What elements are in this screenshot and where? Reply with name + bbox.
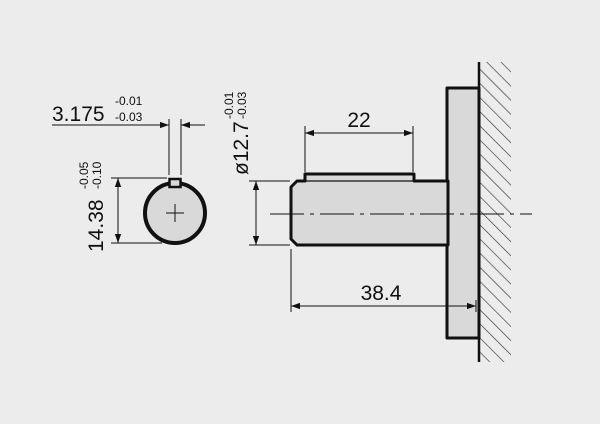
shaft-end-view xyxy=(143,177,207,245)
shaft-body xyxy=(289,172,450,247)
dim-key-width: 3.175 -0.01 -0.03 xyxy=(52,94,205,175)
wall xyxy=(477,62,511,362)
dim-shaft-diameter: ø12.7 -0.01 -0.03 xyxy=(222,91,290,246)
key-flat xyxy=(168,177,182,189)
key-depth-tol-upper: -0.05 xyxy=(77,161,91,189)
dim-keyway-length: 22 xyxy=(304,109,414,172)
keyway-length-value: 22 xyxy=(347,109,370,132)
flange xyxy=(445,86,481,340)
dim-shaft-length: 38.4 xyxy=(290,249,477,312)
shaft-diameter-tol-lower: -0.03 xyxy=(235,91,249,119)
shaft-side-view xyxy=(270,86,532,340)
key-depth-tol-lower: -0.10 xyxy=(90,161,104,189)
shaft-diameter-value: ø12.7 xyxy=(230,121,253,175)
wall-hatch xyxy=(479,62,511,362)
shaft-diameter-tol-upper: -0.01 xyxy=(222,91,236,119)
key-width-value: 3.175 xyxy=(52,103,105,126)
dim-key-depth: 14.38 -0.05 -0.10 xyxy=(77,161,167,252)
shaft-length-value: 38.4 xyxy=(361,282,402,305)
key-depth-value: 14.38 xyxy=(85,199,108,252)
key-width-tol-lower: -0.03 xyxy=(115,110,143,124)
key-width-tol-upper: -0.01 xyxy=(115,94,143,108)
